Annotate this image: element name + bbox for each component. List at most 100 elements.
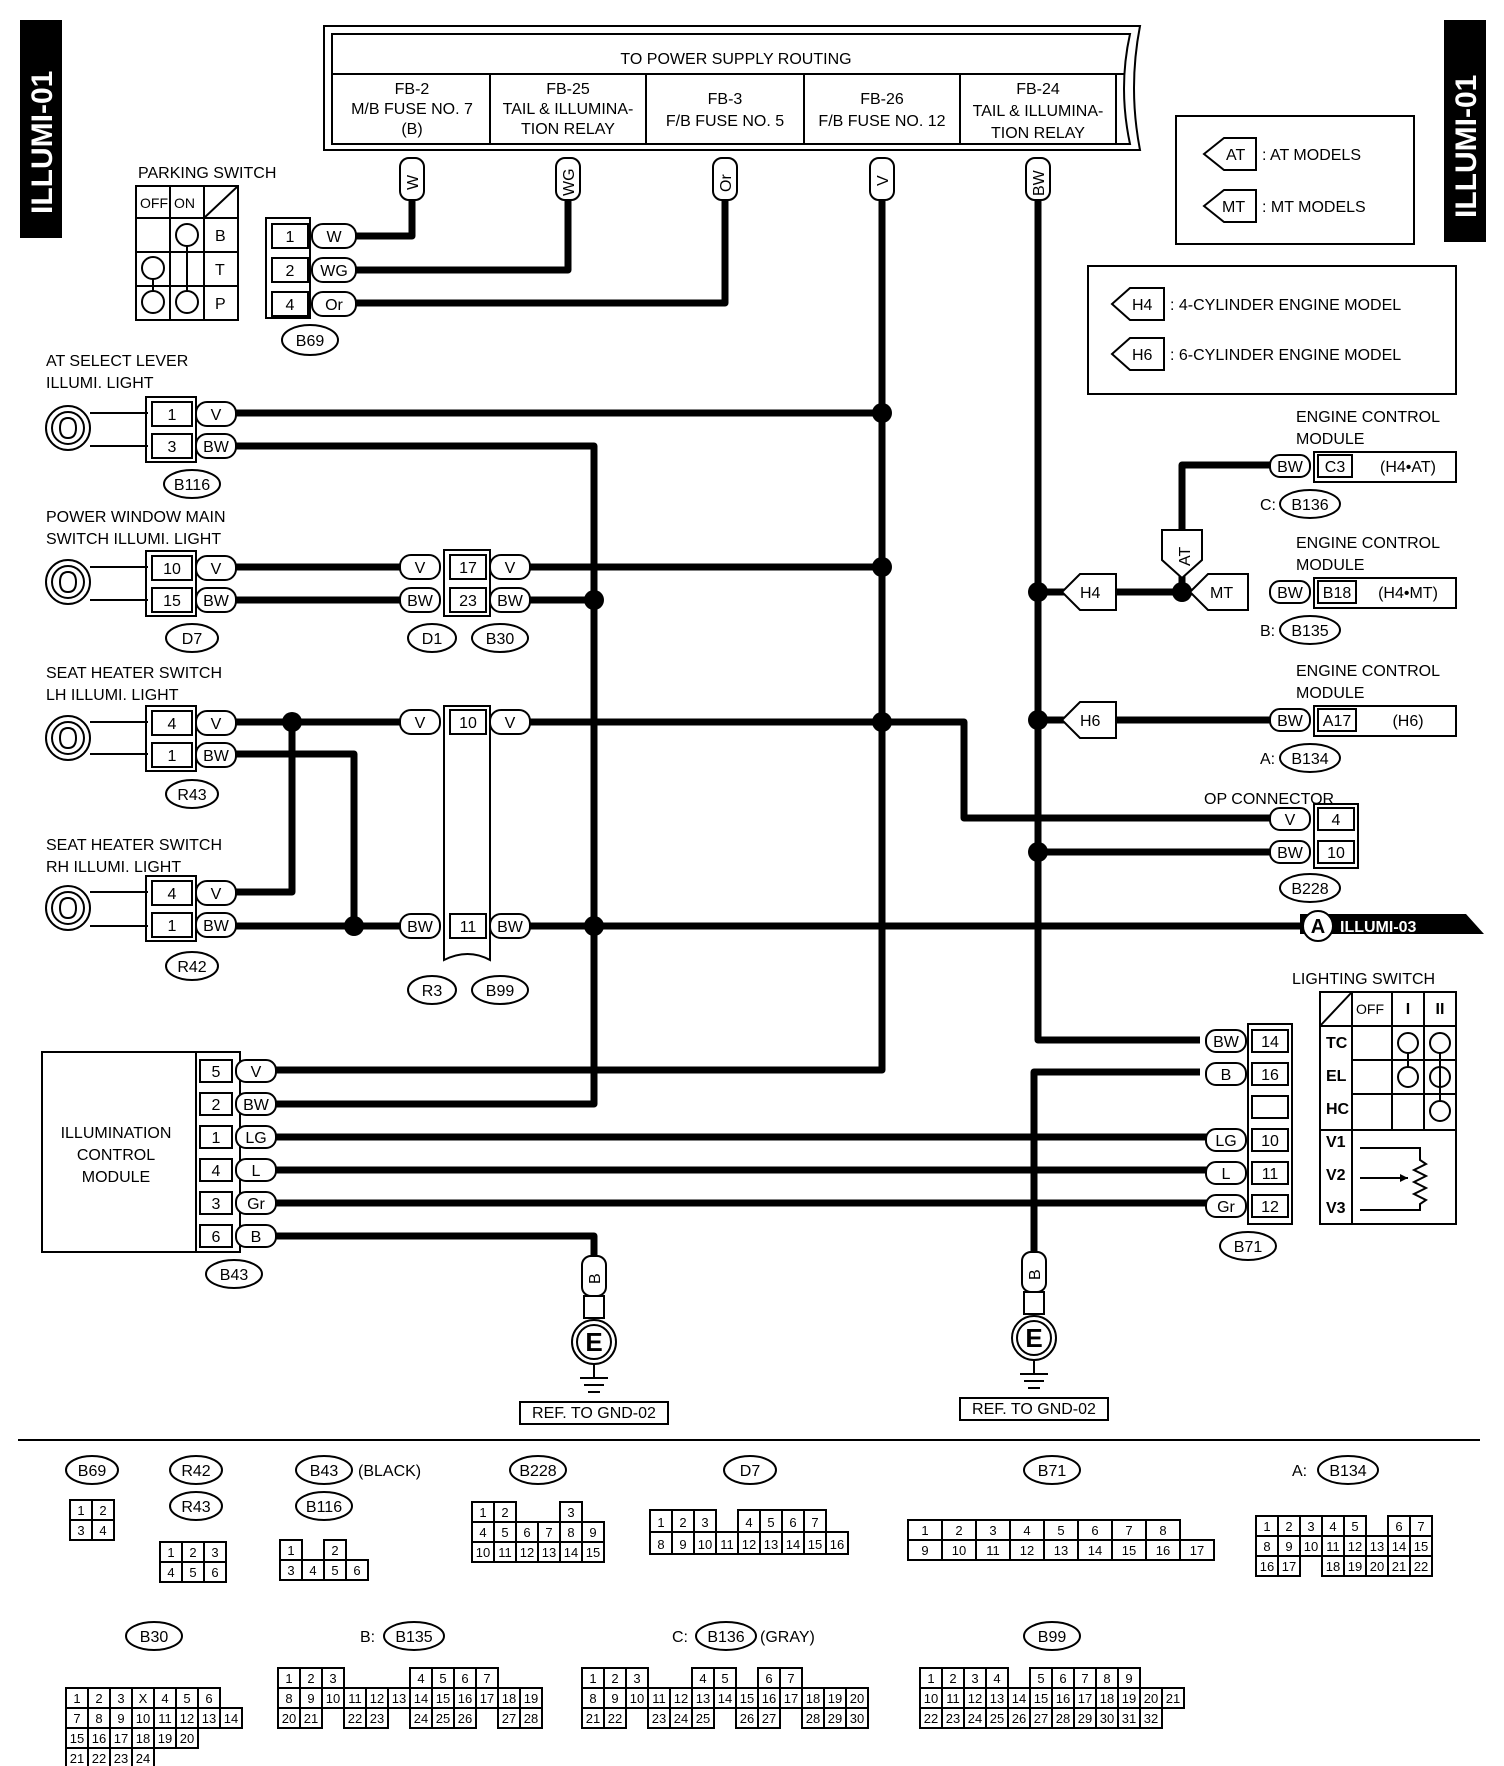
svg-text:10: 10: [1327, 845, 1345, 862]
pin-number: 16: [762, 1691, 776, 1706]
pin-number: 6: [1059, 1671, 1066, 1686]
pin-number: 9: [1125, 1671, 1132, 1686]
svg-text:BW: BW: [497, 593, 524, 610]
pin-number: 1: [589, 1671, 596, 1686]
pin-number: 11: [348, 1691, 362, 1706]
pin-number: 11: [720, 1537, 734, 1552]
power-supply-header: TO POWER SUPPLY ROUTING: [620, 51, 851, 68]
pin-number: 22: [1414, 1559, 1428, 1574]
svg-text:A: A: [1311, 916, 1325, 938]
legend-at-mt: AT : AT MODELS MT : MT MODELS: [1175, 115, 1415, 245]
svg-text:CONTROL: CONTROL: [77, 1147, 155, 1164]
svg-text:4: 4: [212, 1163, 221, 1180]
svg-text:1: 1: [168, 748, 177, 765]
svg-text:10: 10: [1261, 1133, 1279, 1150]
svg-text:BW: BW: [203, 593, 230, 610]
pin-number: 23: [370, 1711, 384, 1726]
svg-text:L: L: [252, 1163, 261, 1180]
pin-number: 20: [1144, 1691, 1158, 1706]
pin-cell: [1409, 1555, 1433, 1577]
svg-text:LIGHTING SWITCH: LIGHTING SWITCH: [1292, 971, 1435, 988]
svg-text:D7: D7: [740, 1463, 761, 1480]
pin-number: 26: [458, 1711, 472, 1726]
svg-text:V: V: [211, 407, 222, 424]
pin-number: 5: [501, 1525, 508, 1540]
pin-number: 15: [808, 1537, 822, 1552]
pin-number: 22: [924, 1711, 938, 1726]
svg-text:R43: R43: [177, 787, 206, 804]
pin-number: 3: [567, 1505, 574, 1520]
svg-text:TC: TC: [1326, 1035, 1348, 1052]
pin-number: 26: [1012, 1711, 1026, 1726]
pin-cell: [757, 1707, 781, 1729]
svg-text:MODULE: MODULE: [1296, 557, 1364, 574]
svg-text:V: V: [251, 1064, 262, 1081]
pin-number: 6: [1395, 1519, 1402, 1534]
svg-text:C:: C:: [672, 1629, 688, 1646]
svg-text:10: 10: [163, 561, 181, 578]
pin-number: 3: [701, 1515, 708, 1530]
pin-number: 19: [158, 1731, 172, 1746]
connector-face-labels: B69 R42 R43 B43 (BLACK) B116 B228 D7 B71…: [65, 1455, 1379, 1651]
pin-number: 15: [1122, 1543, 1136, 1558]
svg-text:B18: B18: [1323, 585, 1352, 602]
svg-text:W: W: [405, 174, 422, 190]
power-window-switch-light: POWER WINDOW MAIN SWITCH ILLUMI. LIGHT 1…: [45, 509, 237, 653]
svg-text:BW: BW: [407, 919, 434, 936]
svg-text:14: 14: [1261, 1034, 1279, 1051]
pin-cell: [219, 1707, 243, 1729]
pin-cell: [845, 1707, 869, 1729]
svg-text:OP CONNECTOR: OP CONNECTOR: [1204, 791, 1334, 808]
pin-number: 9: [1285, 1539, 1292, 1554]
pin-number: 21: [1166, 1691, 1180, 1706]
pin-number: 8: [589, 1691, 596, 1706]
pin-number: 18: [136, 1731, 150, 1746]
svg-text:WG: WG: [320, 263, 348, 280]
svg-text:WG: WG: [561, 168, 578, 196]
pin-number: 23: [946, 1711, 960, 1726]
svg-text:R42: R42: [177, 959, 206, 976]
pin-number: 31: [1122, 1711, 1136, 1726]
svg-text:V: V: [211, 886, 222, 903]
svg-text:LG: LG: [245, 1130, 266, 1147]
pin-number: 3: [971, 1671, 978, 1686]
svg-text:V: V: [1285, 812, 1296, 829]
pin-number: 29: [828, 1711, 842, 1726]
svg-text:1: 1: [286, 229, 295, 246]
pin-number: 16: [1260, 1559, 1274, 1574]
legend-at-text: : AT MODELS: [1262, 147, 1361, 164]
pin-number: 6: [461, 1671, 468, 1686]
svg-text:RH ILLUMI. LIGHT: RH ILLUMI. LIGHT: [46, 859, 181, 876]
pin-number: 4: [993, 1671, 1000, 1686]
svg-text:1: 1: [212, 1130, 221, 1147]
pin-cell: [1139, 1707, 1163, 1729]
pin-number: 26: [740, 1711, 754, 1726]
svg-text:OFF: OFF: [140, 195, 168, 211]
pin-number: 1: [657, 1515, 664, 1530]
pin-number: 5: [189, 1565, 196, 1580]
svg-text:B69: B69: [78, 1463, 107, 1480]
pin-number: 12: [742, 1537, 756, 1552]
joint-connector-d1-b30: V BW 17 23 V BW D1 B30: [399, 549, 531, 653]
svg-text:ILLUMI. LIGHT: ILLUMI. LIGHT: [46, 375, 154, 392]
pin-number: 25: [696, 1711, 710, 1726]
svg-text:B116: B116: [174, 477, 210, 494]
svg-text:BW: BW: [497, 919, 524, 936]
pin-number: 8: [1103, 1671, 1110, 1686]
pin-number: 2: [1285, 1519, 1292, 1534]
pin-number: 11: [652, 1691, 666, 1706]
svg-text:6: 6: [212, 1229, 221, 1246]
pin-number: 2: [331, 1543, 338, 1558]
pin-number: 6: [523, 1525, 530, 1540]
pin-number: 14: [786, 1537, 800, 1552]
pin-cell: [825, 1531, 849, 1555]
pin-number: 13: [764, 1537, 778, 1552]
pin-number: 2: [95, 1691, 102, 1706]
fuse-4-name: F/B FUSE NO. 12: [818, 113, 945, 130]
parking-switch: PARKING SWITCH OFF ON B T P 1 2 4 W WG O…: [135, 165, 357, 356]
svg-text:B43: B43: [310, 1463, 339, 1480]
svg-text:B43: B43: [220, 1267, 249, 1284]
